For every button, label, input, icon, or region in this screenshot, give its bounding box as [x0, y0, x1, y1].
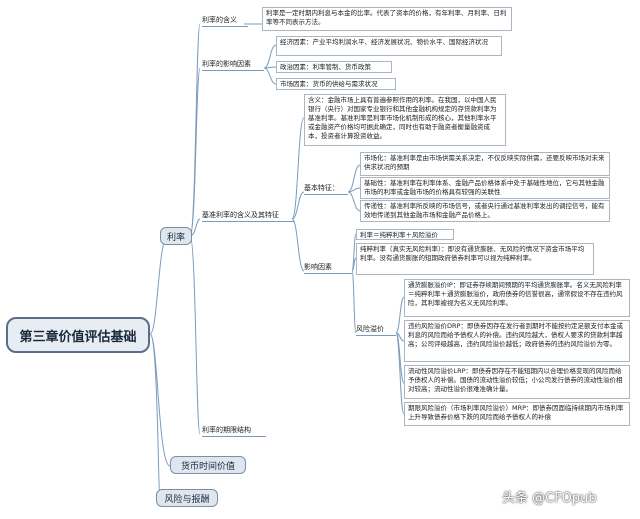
factor-political: 政治因素：利率管制、货币政策	[276, 61, 392, 73]
text-interest-meaning: 利率是一定时期内利息与本金的比率。代表了资本的价格，有年利率、月利率、日利率等不…	[262, 7, 512, 31]
premium-liquidity: 流动性风险溢价LRP：即债券因存在不能短期内以合理价格变现的风险而给予债权人的补…	[404, 365, 630, 399]
factor-market: 市场因素：货币的供给与需求状况	[276, 78, 396, 90]
root-node-chapter-title[interactable]: 第三章价值评估基础	[6, 317, 150, 353]
premium-default: 违约风险溢价DRP：即债券因存在发行者到期时不能按约定足额支付本金或利息的风险而…	[404, 320, 630, 362]
text-base-rate-meaning: 含义：金融市场上具有普遍参照作用的利率。在我国，以中国人民银行（央行）对国家专业…	[304, 94, 506, 146]
feature-transmissibility: 传递性：基准利率所反映的市场信号，或者央行通过基准利率发出的调控信号，能有效地传…	[360, 200, 610, 222]
text-rate-formula: 利率＝纯粹利率＋风险溢价	[356, 229, 454, 240]
premium-maturity: 期限风险溢价（市场利率风险溢价）MRP：即债券因面临持续期内市场利率上升导致债券…	[404, 402, 630, 426]
node-interest-factors[interactable]: 利率的影响因素	[202, 60, 264, 71]
watermark: 头条 @CFOpub	[502, 491, 597, 506]
node-risk-premium[interactable]: 风险溢价	[356, 325, 396, 336]
factor-economic: 经济因素：产业平均利润水平、经济发展状况、物价水平、国际经济状况	[276, 36, 502, 56]
node-basic-features[interactable]: 基本特征：	[304, 184, 348, 195]
premium-inflation: 通货膨胀溢价IP：即证券存续期间预期的平均通货膨胀率。名义无风险利率＝纯粹利率＋…	[404, 279, 630, 317]
branch-time-value-of-money[interactable]: 货币时间价值	[170, 456, 246, 474]
node-influence-factors[interactable]: 影响因素	[304, 263, 352, 274]
branch-interest-rate[interactable]: 利率	[160, 227, 192, 245]
node-interest-meaning[interactable]: 利率的含义	[202, 16, 248, 27]
node-term-structure[interactable]: 利率的期限结构	[202, 426, 266, 437]
feature-fundamentality: 基础性：基准利率在利率体系、金融产品价格体系中处于基础性地位，它与其他金融市场的…	[360, 177, 610, 199]
text-pure-rate: 纯粹利率（真实无风险利率）：即没有通货膨胀、无风险的情况下资金市场平均利率。没有…	[356, 243, 594, 275]
branch-risk-and-return[interactable]: 风险与报酬	[156, 489, 218, 507]
node-base-rate[interactable]: 基准利率的含义及其特征	[202, 211, 294, 222]
feature-marketization: 市场化：基准利率是由市场供需关系决定，不仅反映实际供需，还要反映市场对未来供求状…	[360, 152, 610, 176]
